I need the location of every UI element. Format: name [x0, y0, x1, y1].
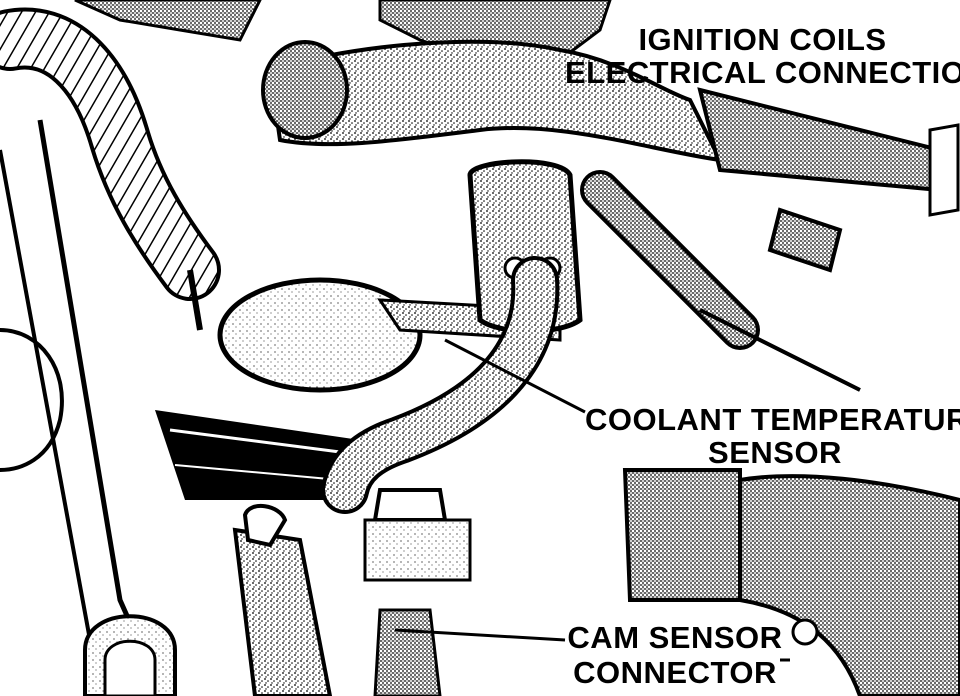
cam-leader [394, 628, 566, 642]
cam-sensor-label-line2: CONNECTOR [573, 655, 777, 690]
coolant-sensor-label: COOLANT TEMPERATURE SENSOR [585, 404, 960, 470]
ignition-coils-label: IGNITION COILS ELECTRICAL CONNECTION [565, 24, 960, 88]
coolant-leader [444, 338, 586, 414]
sensor-pigtail [321, 256, 560, 514]
cam-sensor-label: CAM SENSOR CONNECTOR [560, 622, 790, 688]
spark-plug-wires [580, 170, 861, 392]
wire-harness-conduit [0, 7, 221, 331]
coolant-sensor-label-line2: SENSOR [708, 435, 842, 470]
cam-sensor [83, 504, 442, 696]
cam-sensor-label-line1: CAM SENSOR [567, 620, 783, 655]
lower-engine-block [622, 468, 960, 696]
ignition-coils-label-line1: IGNITION COILS [638, 22, 887, 57]
lower-hose [155, 410, 360, 500]
ignition-coils-label-line2: ELECTRICAL CONNECTION [565, 55, 960, 90]
coolant-sensor-label-line1: COOLANT TEMPERATURE [585, 402, 960, 437]
leader-lines [394, 338, 790, 662]
ignition-coil-pack [261, 39, 960, 217]
mounting-bolt [363, 488, 472, 582]
